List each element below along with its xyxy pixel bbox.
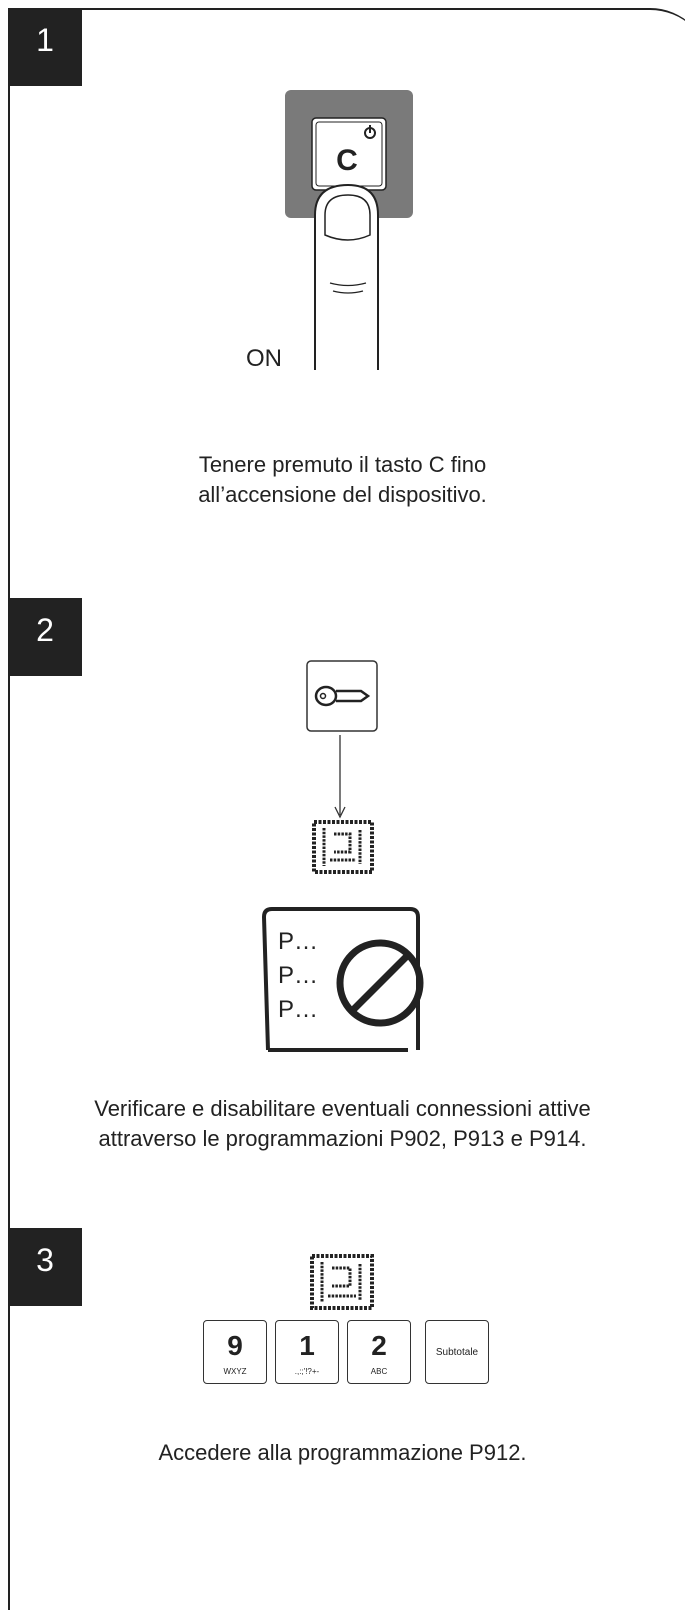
step-2-number: 2 [36, 612, 54, 648]
on-label: ON [246, 345, 282, 372]
step-2-caption: Verificare e disabilitare eventuali conn… [0, 1094, 685, 1154]
prohibited-icon [336, 939, 424, 1027]
page-frame [8, 8, 685, 1610]
step-3-caption-line-1: Accedere alla programmazione P912. [158, 1440, 527, 1465]
key-9-label: 9 [227, 1330, 243, 1361]
step-2-badge: 2 [8, 598, 82, 676]
prohibited-programming-panel [261, 907, 424, 1052]
step-3-badge: 3 [8, 1228, 82, 1306]
program-list-item: P… [278, 962, 319, 989]
step-3-number: 3 [36, 1242, 54, 1278]
key-1-sublabel: .,:;'!?+- [294, 1367, 320, 1376]
key-2-sublabel: ABC [370, 1367, 388, 1376]
key-icon [306, 660, 378, 732]
step-1-caption-line-1: Tenere premuto il tasto C fino [198, 452, 487, 477]
c-key-letter: C [336, 144, 358, 177]
key-9-button: 9 WXYZ [203, 1320, 267, 1384]
key-2-button: 2 ABC [347, 1320, 411, 1384]
program-list-item: P… [278, 928, 319, 955]
finger-icon [314, 183, 379, 370]
programming-display-icon [310, 1254, 374, 1310]
program-list-item: P… [278, 996, 319, 1023]
key-1-label: 1 [299, 1330, 315, 1361]
step-1-caption-line-2: all’accensione del dispositivo. [198, 482, 487, 507]
subtotale-key-label: Subtotale [435, 1347, 479, 1358]
step-1-caption: Tenere premuto il tasto C fino all’accen… [0, 450, 685, 510]
step-2-caption-line-2: attraverso le programmazioni P902, P913 … [98, 1126, 587, 1151]
key-1-button: 1 .,:;'!?+- [275, 1320, 339, 1384]
arrow-down-icon [334, 735, 346, 819]
key-2-label: 2 [371, 1330, 387, 1361]
finger-press-illustration: C [285, 90, 413, 370]
subtotale-key-button: Subtotale [425, 1320, 489, 1384]
step-1-badge: 1 [8, 8, 82, 86]
step-1-number: 1 [36, 22, 54, 58]
power-icon [364, 125, 376, 139]
programming-display-icon [312, 820, 374, 874]
key-9-sublabel: WXYZ [223, 1367, 247, 1376]
step-3-caption: Accedere alla programmazione P912. [0, 1438, 685, 1468]
step-2-caption-line-1: Verificare e disabilitare eventuali conn… [94, 1096, 591, 1121]
